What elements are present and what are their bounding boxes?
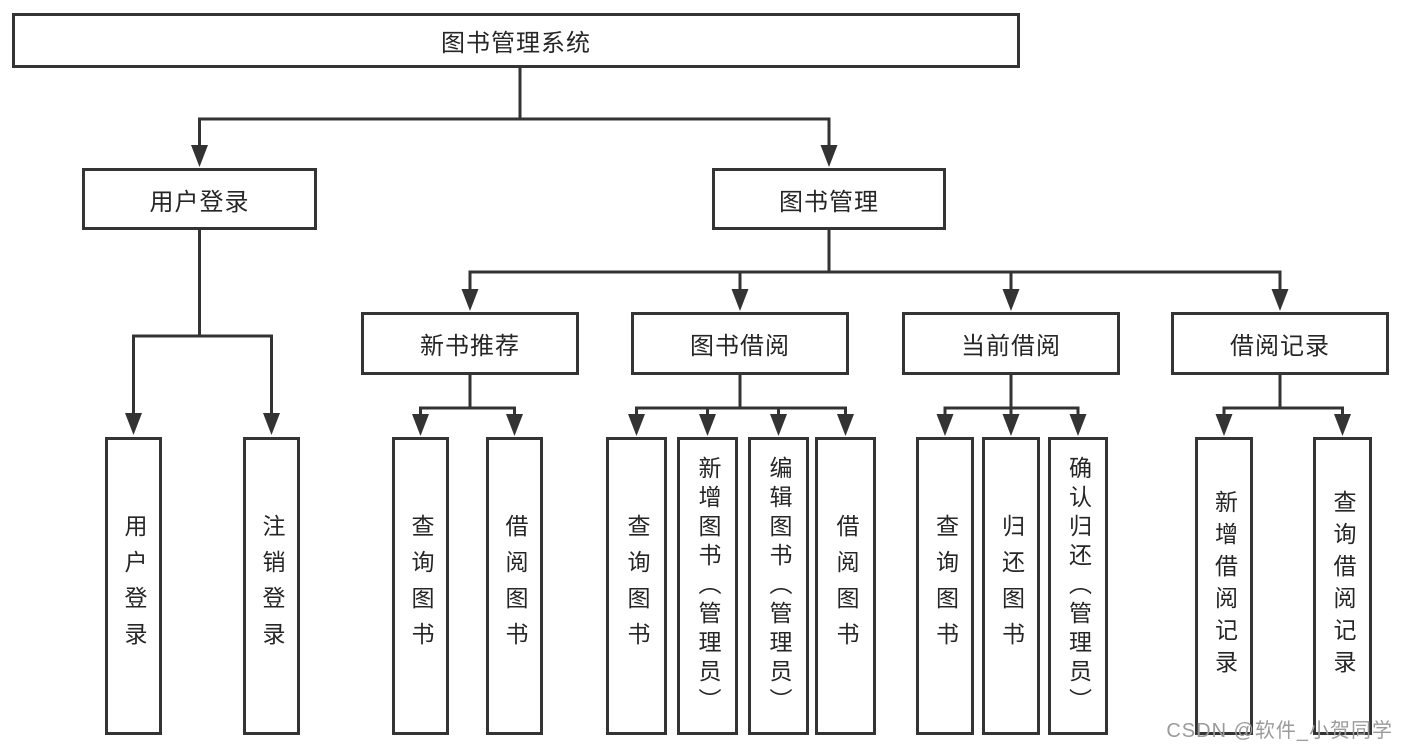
leaf-query-books-borrowing: 查询图书 <box>606 437 667 735</box>
node-book-borrowing-label: 图书借阅 <box>690 333 790 360</box>
leaf-query-books-current-label: 查询图书 <box>932 514 959 658</box>
leaf-edit-books-admin-label: 编辑图书（管理员） <box>766 455 792 717</box>
leaf-add-borrow-record-label: 新增借阅记录 <box>1211 490 1238 682</box>
leaf-user-login-label: 用户登录 <box>121 514 147 658</box>
leaf-add-books-admin: 新增图书（管理员） <box>677 437 738 735</box>
node-root-label: 图书管理系统 <box>441 30 591 57</box>
leaf-return-books-label: 归还图书 <box>998 514 1025 658</box>
node-current-borrowing-label: 当前借阅 <box>961 333 1061 360</box>
arrowhead-icons <box>125 145 1351 436</box>
node-user-login-label: 用户登录 <box>149 188 250 216</box>
node-borrowing-records: 借阅记录 <box>1171 312 1389 375</box>
node-book-borrowing: 图书借阅 <box>631 312 849 375</box>
leaf-query-books-recommend: 查询图书 <box>392 437 449 735</box>
leaf-query-books-current: 查询图书 <box>916 437 974 735</box>
node-book-management-label: 图书管理 <box>779 188 879 216</box>
leaf-query-books-borrowing-label: 查询图书 <box>624 514 650 658</box>
node-current-borrowing: 当前借阅 <box>902 312 1120 375</box>
node-new-book-recommendation: 新书推荐 <box>361 312 579 375</box>
node-new-book-recommendation-label: 新书推荐 <box>420 333 520 360</box>
leaf-query-borrow-record-label: 查询借阅记录 <box>1330 490 1356 682</box>
leaf-logout: 注销登录 <box>243 437 300 735</box>
leaf-confirm-return-admin: 确认归还（管理员） <box>1048 437 1108 735</box>
leaf-query-books-recommend-label: 查询图书 <box>408 514 434 658</box>
watermark: CSDN @软件_小贺同学 <box>1166 720 1393 742</box>
leaf-borrow-books-borrowing: 借阅图书 <box>815 437 876 735</box>
leaf-borrow-books-borrowing-label: 借阅图书 <box>833 514 859 658</box>
leaf-confirm-return-admin-label: 确认归还（管理员） <box>1065 455 1092 717</box>
leaf-logout-label: 注销登录 <box>259 514 285 658</box>
leaf-add-books-admin-label: 新增图书（管理员） <box>695 455 721 717</box>
node-user-login: 用户登录 <box>82 168 317 230</box>
node-root: 图书管理系统 <box>12 13 1020 68</box>
leaf-borrow-books-recommend-label: 借阅图书 <box>502 514 528 658</box>
leaf-query-borrow-record: 查询借阅记录 <box>1313 437 1372 735</box>
leaf-edit-books-admin: 编辑图书（管理员） <box>748 437 809 735</box>
node-borrowing-records-label: 借阅记录 <box>1230 333 1330 360</box>
leaf-borrow-books-recommend: 借阅图书 <box>486 437 543 735</box>
leaf-user-login: 用户登录 <box>105 437 162 735</box>
leaf-return-books: 归还图书 <box>982 437 1040 735</box>
node-book-management: 图书管理 <box>712 168 946 230</box>
leaf-add-borrow-record: 新增借阅记录 <box>1195 437 1253 735</box>
